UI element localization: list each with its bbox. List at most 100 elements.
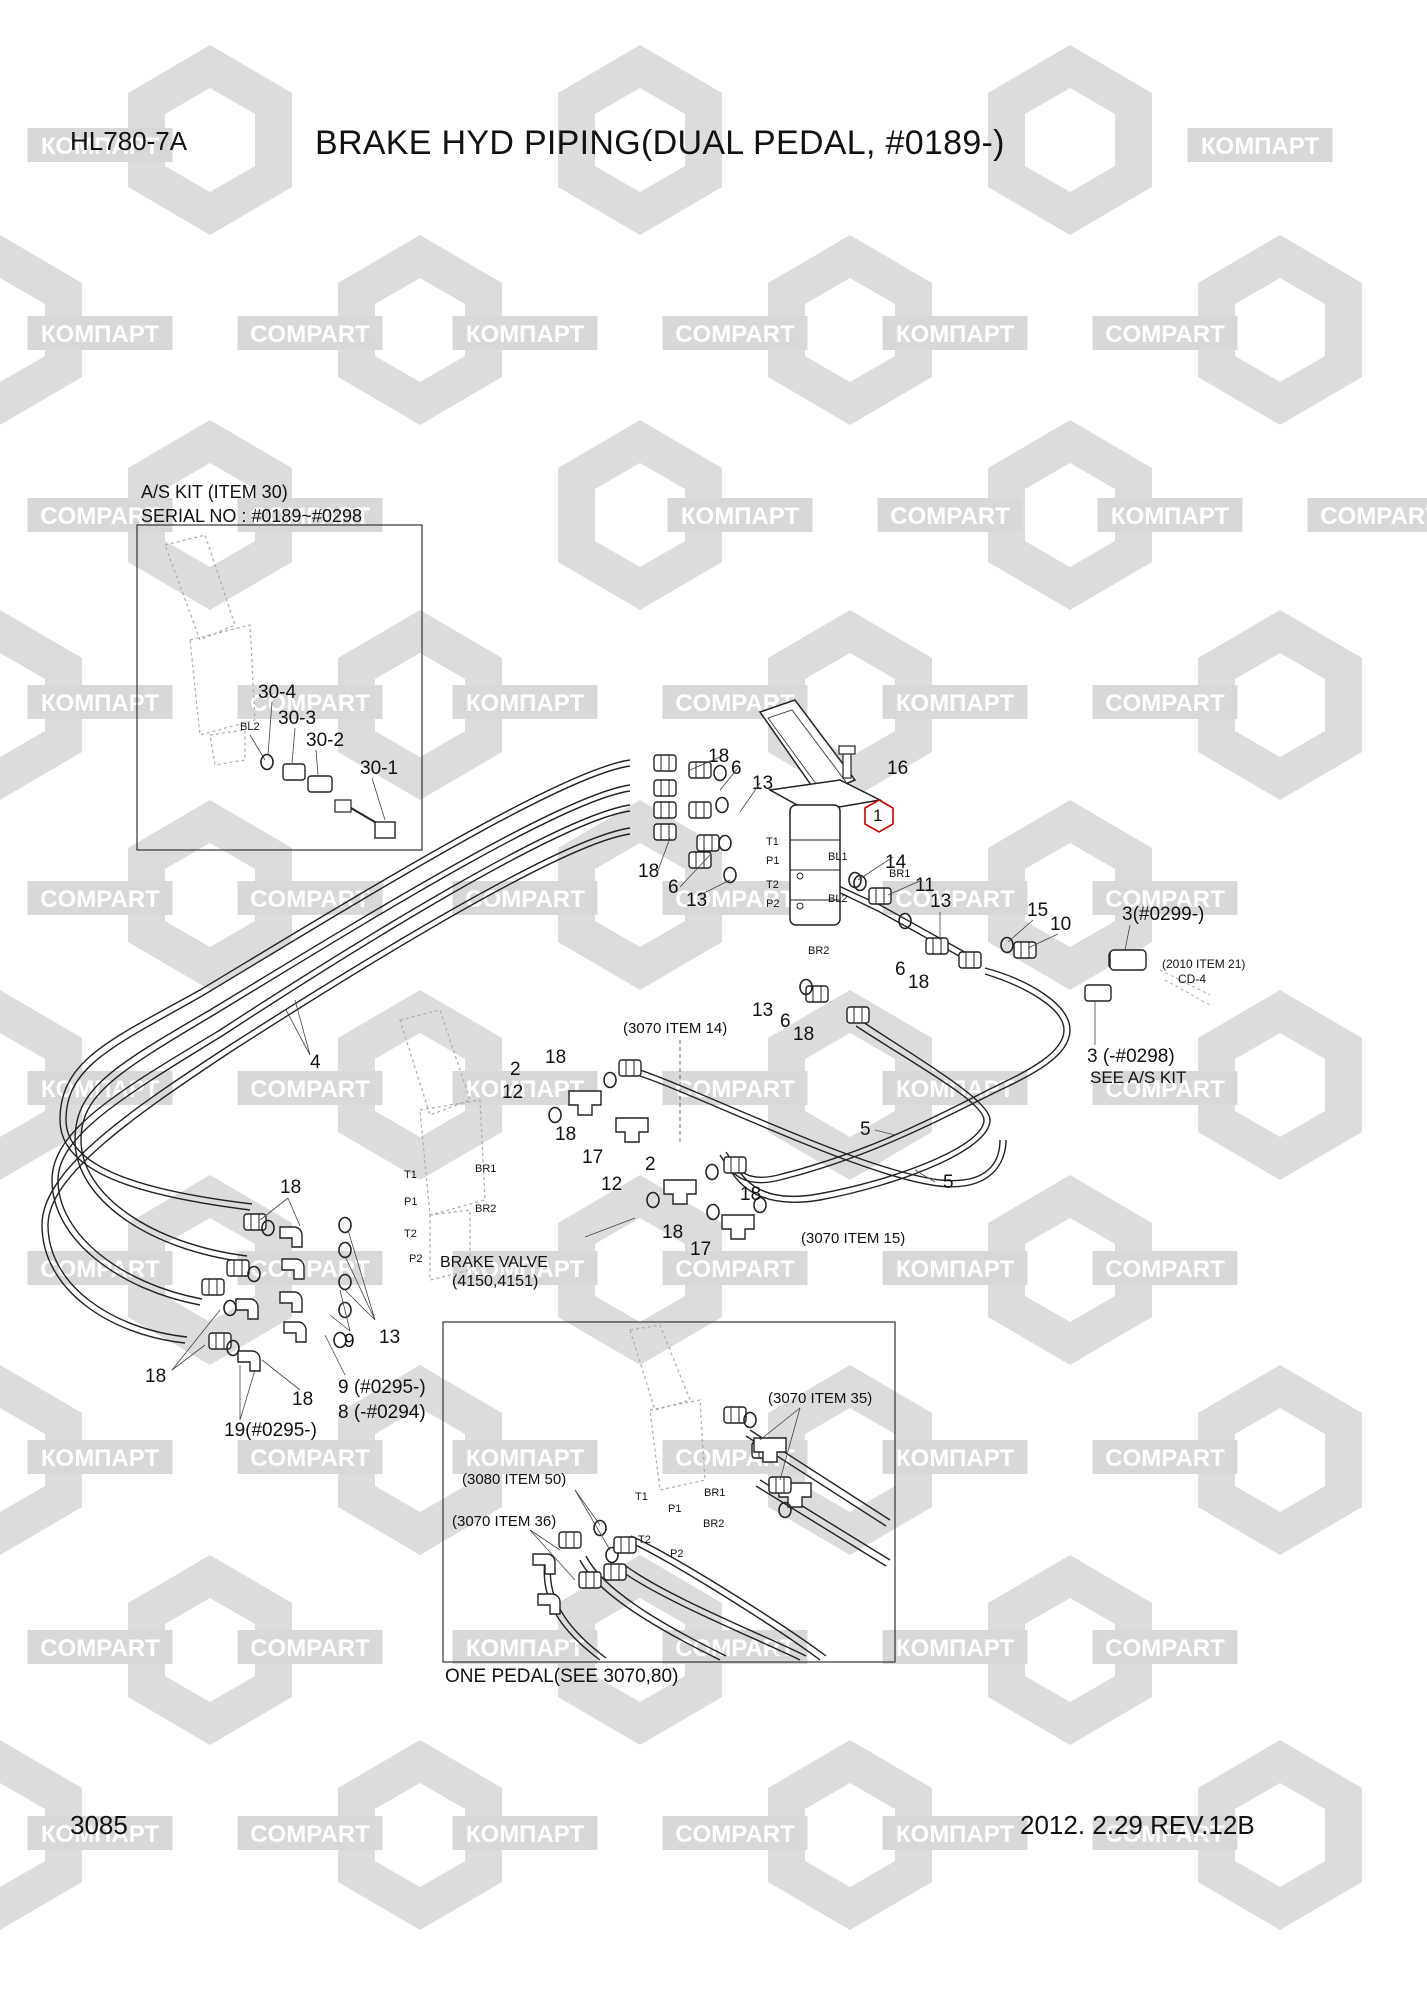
svg-text:11: 11	[915, 875, 935, 896]
watermark-text: COMPART	[1105, 1445, 1225, 1472]
svg-text:P1: P1	[668, 1503, 681, 1515]
svg-text:T1: T1	[635, 1491, 648, 1503]
watermark-text: COMPART	[250, 321, 370, 348]
watermark-text: COMPART	[1105, 690, 1225, 717]
ref-2010-item21: (2010 ITEM 21)	[1162, 957, 1245, 971]
watermark-bar	[662, 881, 808, 915]
watermark-bar	[882, 1816, 1028, 1850]
ref-3080-item50: (3080 ITEM 50)	[462, 1471, 566, 1488]
ref-3070-item14: (3070 ITEM 14)	[623, 1020, 727, 1037]
switch-30-1	[334, 799, 396, 839]
watermark-text: КОМПАРТ	[896, 321, 1015, 348]
svg-text:13: 13	[752, 773, 773, 794]
watermark-text: COMPART	[675, 1076, 795, 1103]
watermark-bar	[882, 685, 1028, 719]
as-kit-serial: SERIAL NO : #0189~#0298	[141, 506, 362, 526]
watermark-bar	[882, 1440, 1028, 1474]
svg-text:P2: P2	[670, 1548, 683, 1560]
watermark-bar	[237, 1630, 383, 1664]
svg-text:5: 5	[943, 1172, 954, 1193]
svg-text:T2: T2	[404, 1228, 417, 1240]
watermark-text: КОМПАРТ	[41, 1445, 160, 1472]
svg-text:9: 9	[344, 1331, 355, 1352]
svg-text:4: 4	[310, 1052, 321, 1073]
watermark-bar	[1092, 685, 1238, 719]
watermark-text: COMPART	[1105, 1256, 1225, 1283]
svg-text:6: 6	[731, 758, 742, 779]
watermark-text: КОМПАРТ	[466, 1076, 585, 1103]
leader-lines-top	[285, 756, 1059, 1183]
watermark-text: COMPART	[40, 1635, 160, 1662]
watermark-bar	[1097, 498, 1243, 532]
svg-text:18: 18	[793, 1024, 814, 1045]
watermark-text: КОМПАРТ	[41, 690, 160, 717]
watermark-text: COMPART	[250, 1256, 370, 1283]
callouts-left: 18 9 13 18 18	[145, 1177, 400, 1410]
svg-text:12: 12	[502, 1082, 523, 1103]
pressure-switch-3	[1084, 949, 1211, 1006]
svg-text:5: 5	[860, 1119, 871, 1140]
svg-text:10: 10	[1050, 914, 1071, 935]
svg-text:P1: P1	[404, 1196, 417, 1208]
watermark-text: КОМПАРТ	[466, 321, 585, 348]
svg-text:BR1: BR1	[704, 1487, 725, 1499]
svg-text:17: 17	[690, 1239, 711, 1260]
watermark-text: КОМПАРТ	[466, 1821, 585, 1848]
hose-bundle-4	[41, 759, 631, 1344]
watermark-layer: КОМПАРТ КОМПАРТ КОМПАРТ COMPART КОМПАРТ COMPA…	[0, 45, 1427, 1930]
watermark-bar	[237, 1251, 383, 1285]
ref-3070-item15: (3070 ITEM 15)	[801, 1230, 905, 1247]
svg-text:18: 18	[545, 1047, 566, 1068]
svg-text:6: 6	[668, 877, 679, 898]
svg-text:18: 18	[638, 861, 659, 882]
svg-text:2: 2	[510, 1059, 521, 1080]
watermark-bar	[237, 1440, 383, 1474]
watermark-text: COMPART	[40, 886, 160, 913]
watermark-text: COMPART	[250, 690, 370, 717]
watermark-bar	[1092, 1251, 1238, 1285]
brake-valve-ghost	[399, 1009, 486, 1281]
watermark-text: COMPART	[675, 1821, 795, 1848]
callout-1-circled: 1	[864, 799, 894, 833]
watermark-text: COMPART	[1105, 1821, 1225, 1848]
svg-text:13: 13	[379, 1327, 400, 1348]
svg-text:18: 18	[555, 1124, 576, 1145]
svg-text:18: 18	[292, 1389, 313, 1410]
watermark-bar	[27, 1440, 173, 1474]
page-number: 3085	[70, 1810, 128, 1840]
watermark-bar	[237, 1816, 383, 1850]
watermark-bar	[27, 498, 173, 532]
watermark-bar	[1092, 1440, 1238, 1474]
watermark-text: КОМПАРТ	[466, 1445, 585, 1472]
label-brake-valve: BRAKE VALVE	[440, 1254, 548, 1271]
watermark-text: COMPART	[1105, 1635, 1225, 1662]
svg-text:BR1: BR1	[475, 1163, 496, 1175]
port-bl2-label: BL2	[240, 721, 260, 733]
inset-one-pedal: ONE PEDAL(SEE 3070,80) (3070 ITEM 35) (3…	[442, 1321, 896, 1687]
svg-text:BR1: BR1	[889, 868, 910, 880]
label-30-4: 30-4	[258, 682, 296, 703]
svg-text:18: 18	[145, 1366, 166, 1387]
svg-text:6: 6	[780, 1011, 791, 1032]
brake-valve-ports-mid: T1 BR1 P1 BR2 T2 P2	[404, 1163, 496, 1265]
watermark-bar	[237, 685, 383, 719]
watermark-bar	[27, 1816, 173, 1850]
watermark-text: КОМПАРТ	[466, 1256, 585, 1283]
watermark-text: КОМПАРТ	[41, 321, 160, 348]
watermark-text: КОМПАРТ	[896, 1635, 1015, 1662]
watermark-text: COMPART	[250, 1635, 370, 1662]
watermark-bar	[882, 1251, 1028, 1285]
ref-3070-item35: (3070 ITEM 35)	[768, 1390, 872, 1407]
svg-text:BL2: BL2	[828, 893, 848, 905]
watermark-bar	[452, 1251, 598, 1285]
watermark-text: КОМПАРТ	[896, 1445, 1015, 1472]
label-30-3: 30-3	[278, 708, 316, 729]
watermark-bar	[27, 1251, 173, 1285]
watermark-bar	[237, 881, 383, 915]
label-see-as-kit: SEE A/S KIT	[1090, 1068, 1186, 1087]
watermark-text: COMPART	[250, 1076, 370, 1103]
watermark-text: COMPART	[40, 1256, 160, 1283]
watermark-bar	[1092, 1816, 1238, 1850]
svg-text:18: 18	[280, 1177, 301, 1198]
watermark-bar	[882, 1630, 1028, 1664]
